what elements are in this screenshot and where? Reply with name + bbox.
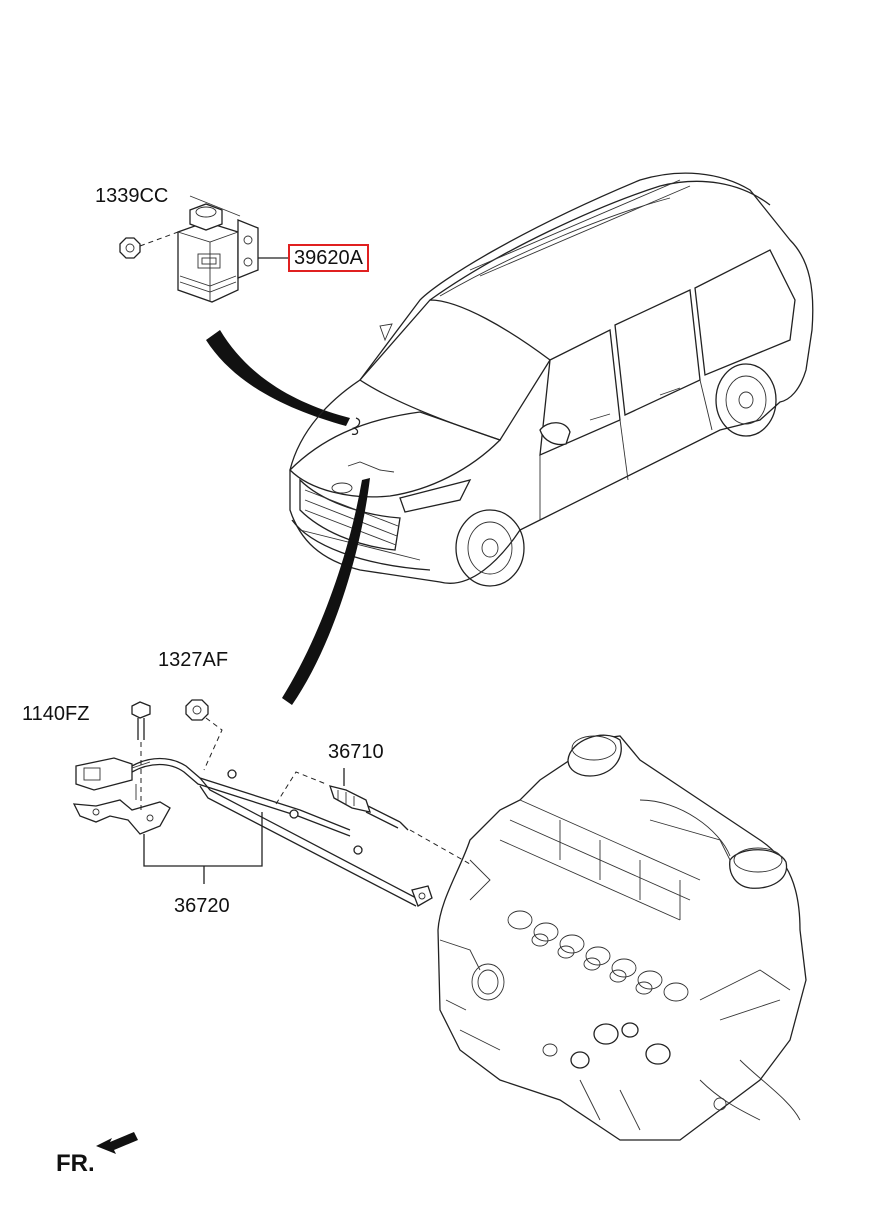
label-1339cc: 1339CC	[95, 185, 169, 207]
label-36710: 36710	[328, 741, 384, 763]
nut-1327af	[185, 699, 223, 771]
engine-block	[437, 734, 807, 1141]
label-36720: 36720	[174, 895, 230, 917]
nut-1339cc	[119, 231, 179, 259]
glow-relay-unit	[177, 195, 259, 303]
label-39620a: 39620A	[288, 244, 369, 272]
glow-plug-harness	[72, 757, 433, 907]
label-1327af: 1327AF	[158, 649, 229, 671]
vehicle-illustration	[289, 172, 814, 587]
bolt-1140fz	[131, 701, 151, 810]
port-row	[507, 910, 689, 1002]
pointer-arrow-relay	[206, 330, 350, 426]
glow-plug-36710	[275, 768, 471, 865]
label-1140fz: 1140FZ	[22, 703, 90, 725]
front-direction-arrow-icon	[96, 1132, 138, 1154]
front-indicator-label: FR.	[56, 1150, 95, 1177]
leader-36720	[143, 812, 263, 884]
pointer-arrow-engine	[282, 478, 370, 705]
